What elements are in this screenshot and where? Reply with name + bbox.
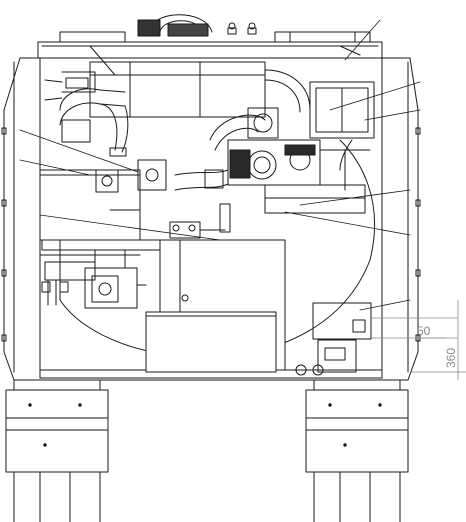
center-valve [169,203,231,239]
upper-tank-box [89,61,311,118]
legs [5,379,409,522]
left-panel [39,159,171,256]
lower-left-devices [41,249,147,309]
pump-assembly [174,107,366,214]
top-cover [37,14,383,76]
right-box [309,81,375,171]
dimension-label-360: 360 [444,348,458,368]
dimension-label-50: 50 [417,324,431,338]
control-box [295,302,372,376]
central-lower-box [145,239,286,373]
exhaust-pipe [44,71,129,157]
line-art [1,14,421,522]
leader-lines [19,19,421,311]
dimensions [370,300,466,380]
